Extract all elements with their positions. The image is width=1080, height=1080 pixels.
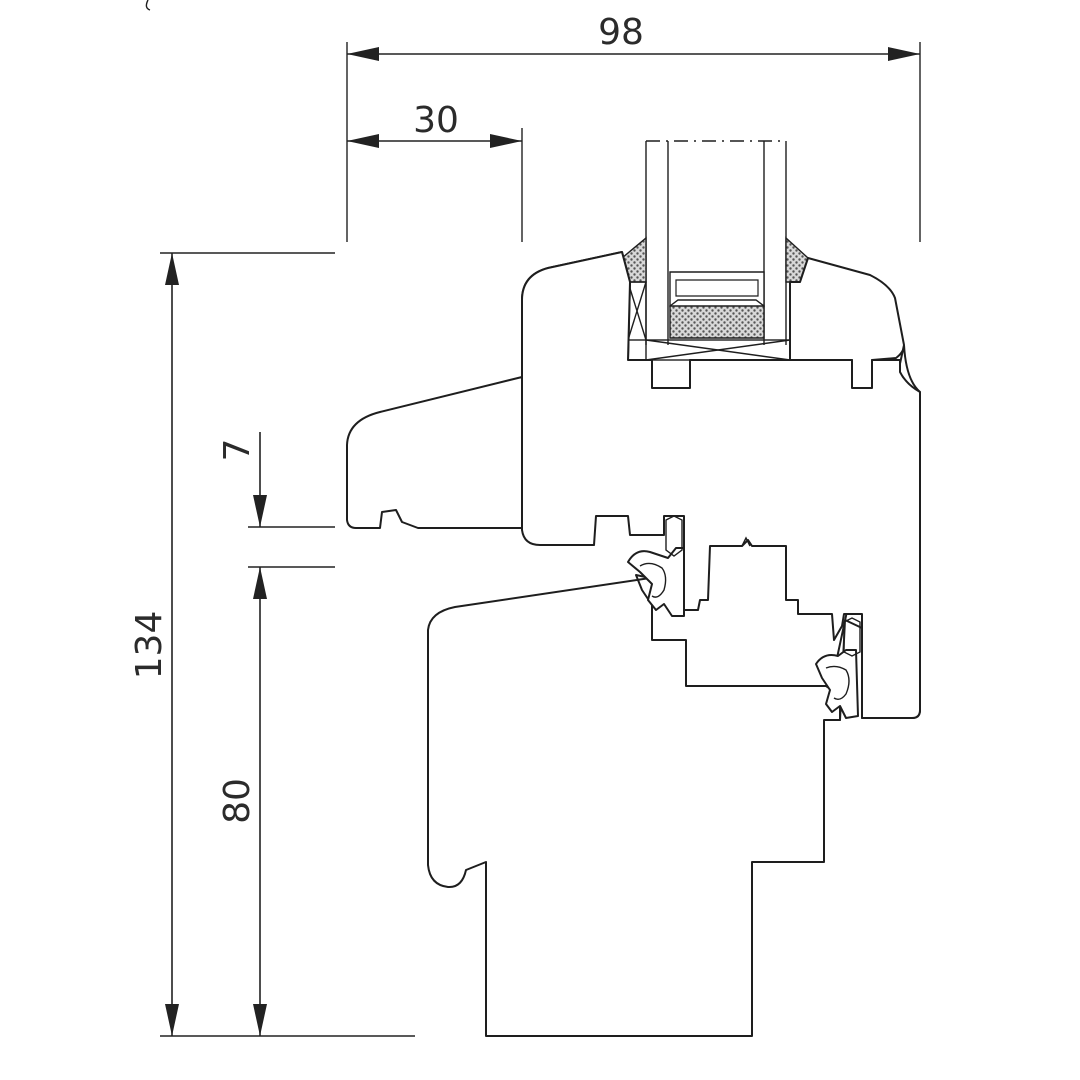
gasket-left [627,515,685,617]
secondary-sealant [669,305,765,339]
glazing-unit [621,140,809,361]
dimension-sash-offset-label: 30 [413,100,459,141]
corner-fragment [145,0,151,11]
spacer-bar [669,271,765,308]
dimension-overall-width-label: 98 [598,12,644,53]
dimension-sash-offset: 30 [347,100,523,242]
dimension-frame-height: 80 [217,566,335,1036]
dimension-overlap: 7 [217,432,335,528]
gasket-right [815,617,861,719]
dimension-overall-width: 98 [346,12,921,242]
dimension-overlap-label: 7 [217,439,258,462]
hardware-groove [741,536,751,547]
dimension-frame-height-label: 80 [217,778,258,824]
weather-drip [346,376,523,529]
sash-body [521,251,921,719]
dimension-overall-height-label: 134 [129,611,170,680]
frame-profile [427,574,841,1037]
dimension-overall-height: 134 [129,252,415,1037]
